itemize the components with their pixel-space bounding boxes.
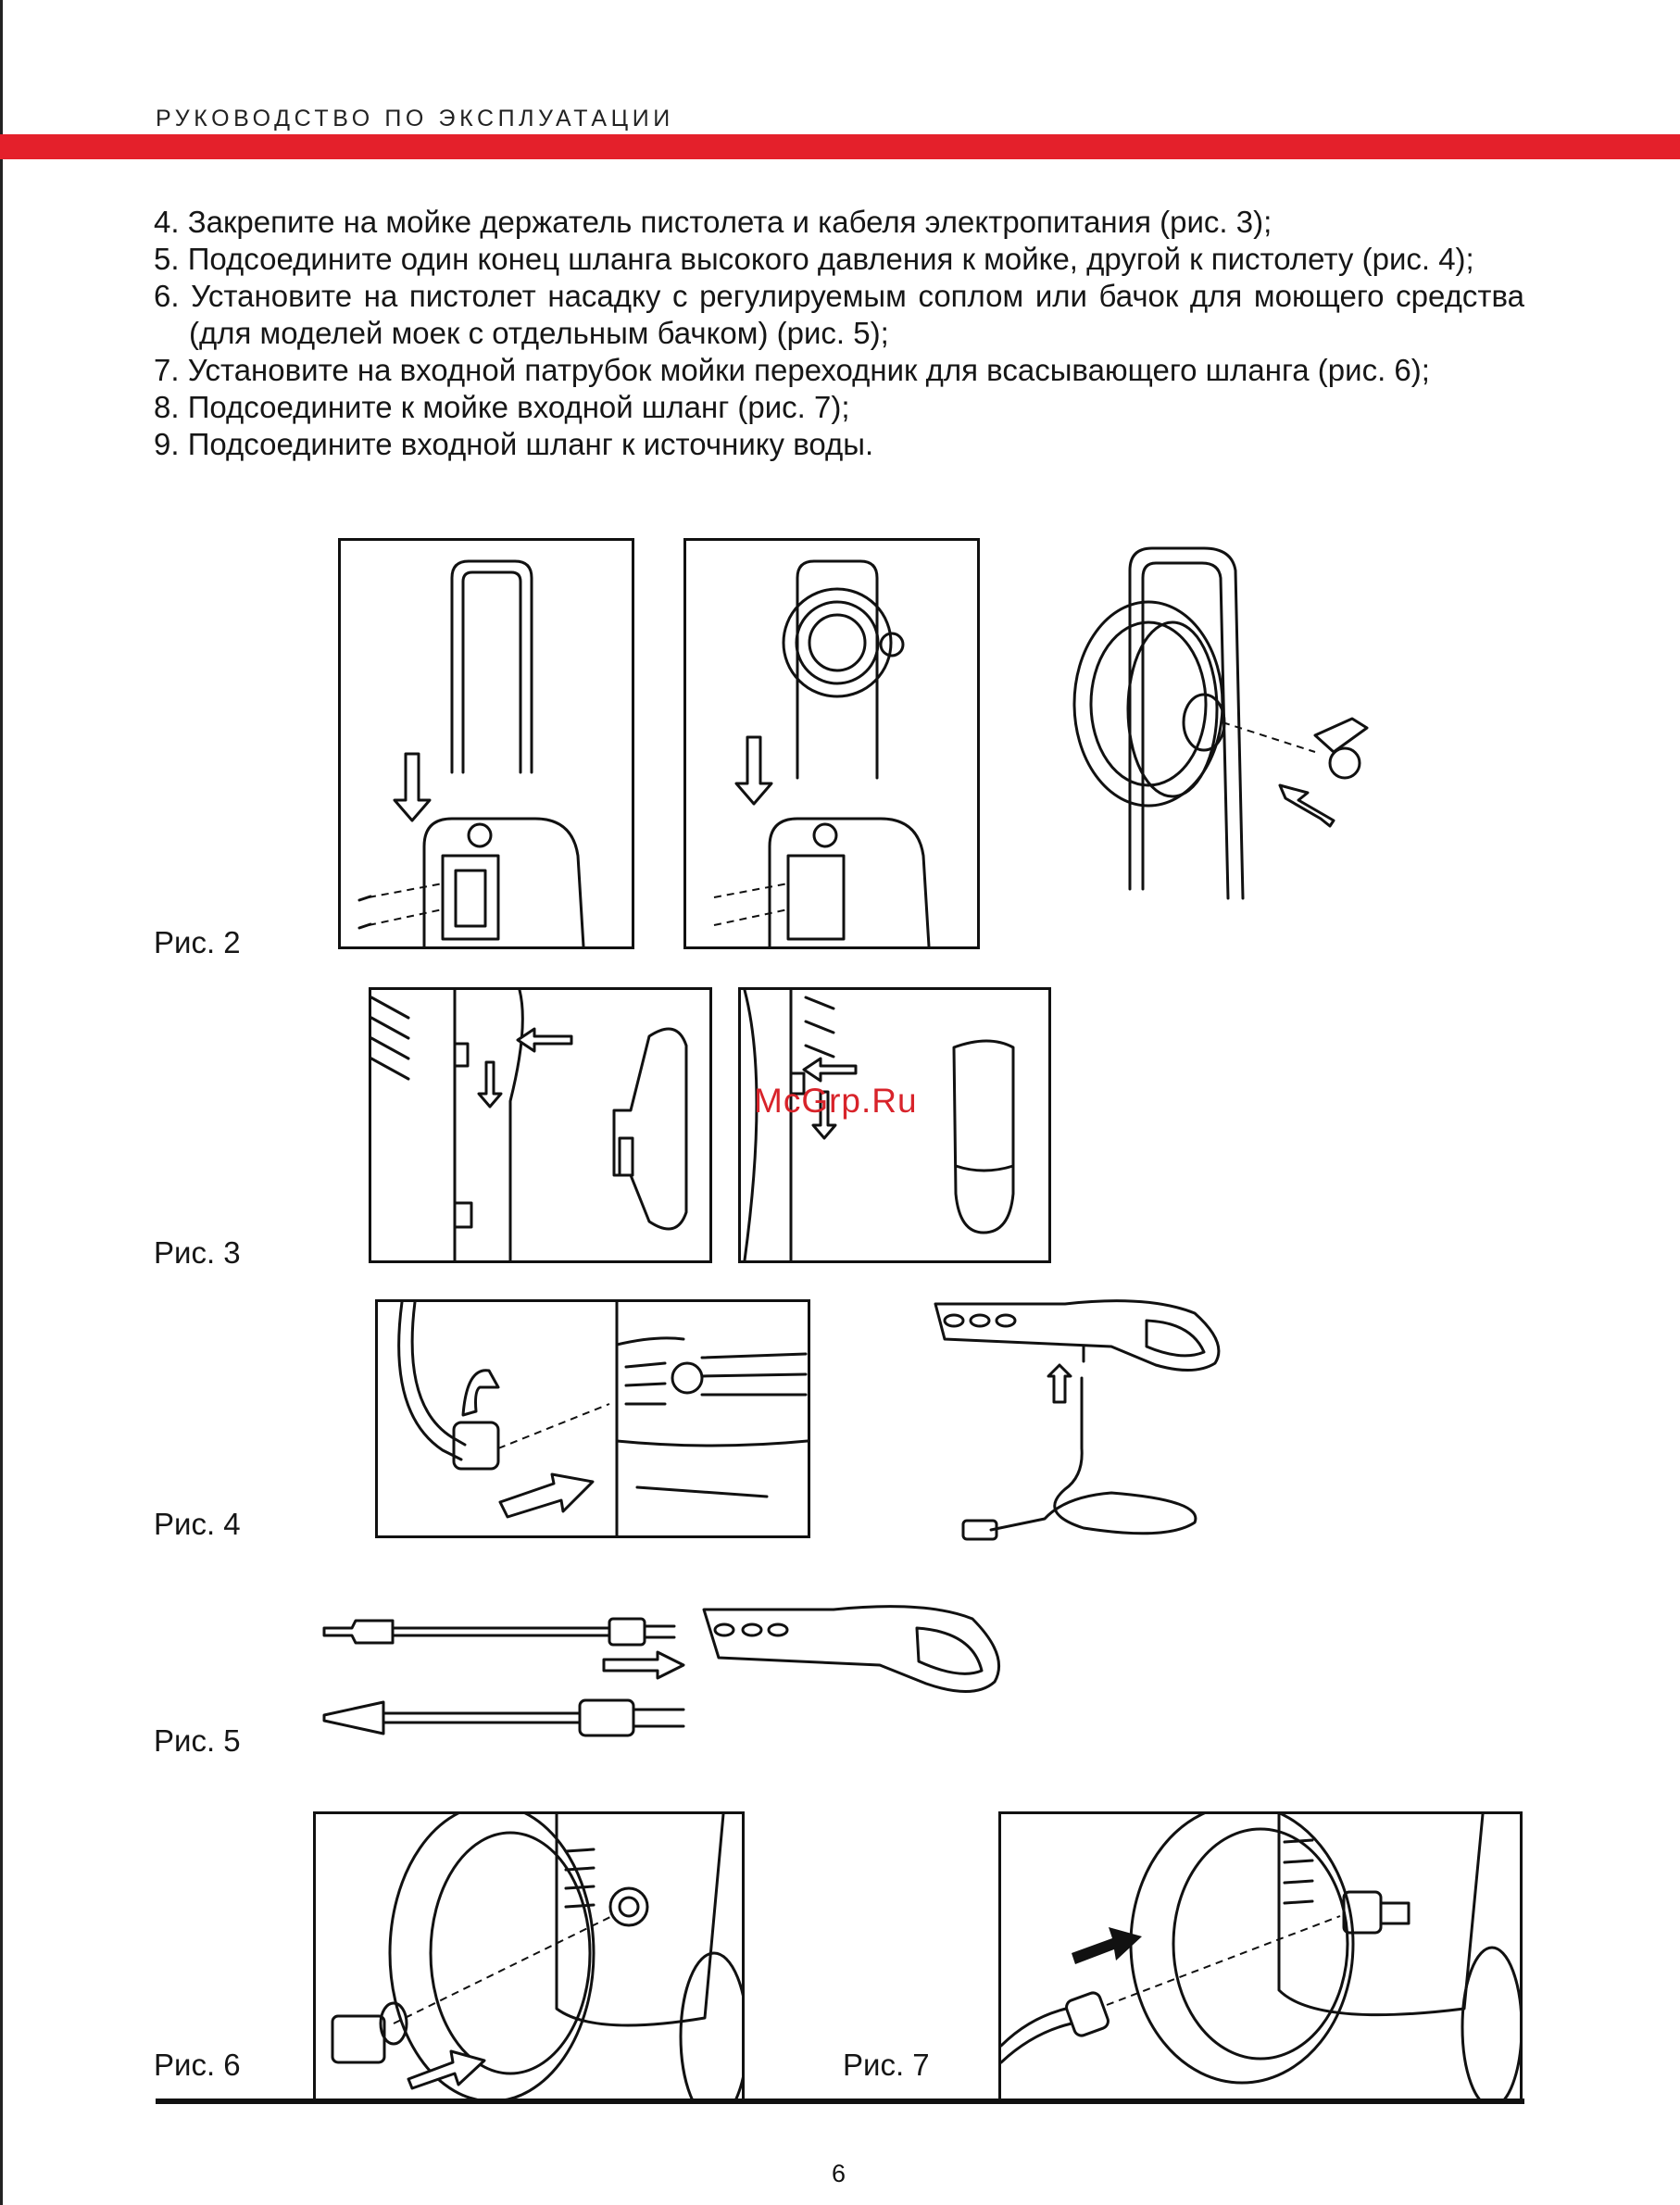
fig4-gun-hose-detail bbox=[926, 1291, 1241, 1554]
fig5-caption: Рис. 5 bbox=[154, 1723, 241, 1758]
inlet-adapter-illustration bbox=[331, 1814, 742, 2099]
fig6-panel-inlet-adapter bbox=[313, 1811, 745, 2102]
fig4-panel-hose-connection bbox=[375, 1299, 810, 1538]
header-red-band bbox=[0, 134, 1680, 159]
step-8: 8. Подсоедините к мойке входной шланг (р… bbox=[154, 390, 850, 424]
fig7-panel-inlet-hose bbox=[998, 1811, 1523, 2102]
handle-mounting-illustration bbox=[357, 559, 585, 946]
fig3-panel-cable-holder bbox=[738, 987, 1051, 1263]
reel-mounting-illustration bbox=[713, 559, 931, 946]
page-number: 6 bbox=[832, 2160, 846, 2187]
step-9: 9. Подсоедините входной шланг к источник… bbox=[154, 427, 874, 461]
step-4: 4. Закрепите на мойке держатель пистолет… bbox=[154, 205, 1273, 239]
fig2-caption: Рис. 2 bbox=[154, 925, 241, 959]
step-6: 6. Установите на пистолет насадку с регу… bbox=[154, 279, 1524, 350]
cable-holder-illustration bbox=[743, 990, 1015, 1260]
step-7: 7. Установите на входной патрубок мойки … bbox=[154, 353, 1430, 387]
fig4-caption: Рис. 4 bbox=[154, 1507, 241, 1541]
hose-connection-illustration bbox=[397, 1302, 808, 1535]
gun-holder-illustration bbox=[371, 990, 688, 1260]
fig3-caption: Рис. 3 bbox=[154, 1235, 241, 1270]
fig3-panel-gun-holder bbox=[369, 987, 712, 1263]
inlet-hose-illustration bbox=[1001, 1814, 1520, 2099]
gun-and-hose-illustration bbox=[934, 1299, 1221, 1541]
footer-rule bbox=[156, 2099, 1524, 2104]
instruction-steps: 4. Закрепите на мойке держатель пистолет… bbox=[154, 204, 1524, 463]
running-header: РУКОВОДСТВО ПО ЭКСПЛУАТАЦИИ bbox=[156, 106, 674, 132]
nozzle-lance-and-gun-illustration bbox=[322, 1605, 1001, 1737]
reel-crank-illustration bbox=[1072, 546, 1369, 900]
page-left-rule bbox=[0, 0, 3, 2205]
fig2-panel-handle bbox=[338, 538, 634, 949]
fig5-accessories-detail bbox=[315, 1591, 1074, 1748]
step-5: 5. Подсоедините один конец шланга высоко… bbox=[154, 242, 1474, 276]
fig2-panel-reel bbox=[683, 538, 980, 949]
fig7-caption: Рис. 7 bbox=[843, 2048, 930, 2082]
fig2-reel-crank-detail bbox=[1037, 537, 1408, 935]
watermark: McGrp.Ru bbox=[754, 1082, 918, 1120]
fig6-caption: Рис. 6 bbox=[154, 2048, 241, 2082]
